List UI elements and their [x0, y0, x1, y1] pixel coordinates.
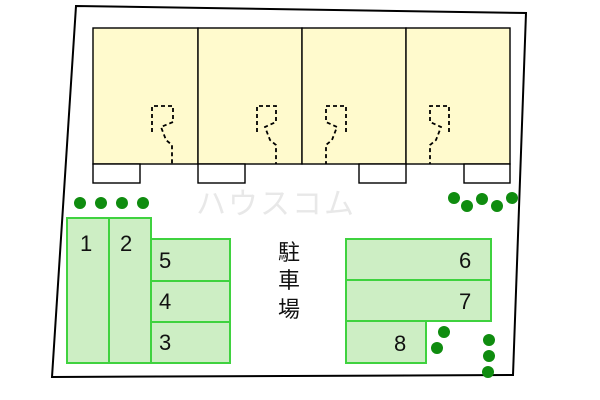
entrance-step-4	[463, 163, 511, 184]
parking-slot-3	[150, 321, 231, 364]
entrance-step-2	[197, 163, 246, 184]
unit-1	[92, 27, 199, 165]
tree-icon	[438, 326, 450, 338]
tree-icon	[95, 197, 107, 209]
stair-outline-2	[256, 105, 277, 164]
unit-2	[197, 27, 303, 165]
parking-label-char: 場	[278, 298, 300, 323]
slot-6-label: 6	[459, 248, 471, 273]
parking-slot-2	[108, 217, 152, 364]
unit-4	[405, 27, 511, 165]
tree-icon	[482, 366, 494, 378]
stair-outline-4	[429, 105, 450, 164]
slot-4-label: 4	[159, 289, 171, 314]
parking-slot-8	[345, 320, 427, 364]
slot-5-label: 5	[159, 248, 171, 273]
parking-label-char: 駐	[278, 241, 300, 266]
stair-outline-3	[325, 105, 347, 164]
tree-icon	[116, 197, 128, 209]
entrance-step-3	[358, 163, 407, 184]
tree-icon	[431, 342, 443, 354]
parking-label-char: 車	[278, 269, 300, 294]
tree-icon	[491, 200, 503, 212]
slot-3-label: 3	[159, 330, 171, 355]
entrance-step-1	[92, 163, 141, 184]
slot-1-label: 1	[80, 231, 92, 256]
parking-slot-1	[66, 217, 110, 364]
tree-icon	[74, 197, 86, 209]
parking-area-right: 6 7 8	[345, 238, 492, 364]
tree-icon	[483, 350, 495, 362]
watermark-text: ハウスコム	[196, 187, 356, 222]
slot-7-label: 7	[459, 289, 471, 314]
parking-label: 駐 車 場	[278, 241, 300, 323]
parking-slot-6	[345, 238, 492, 281]
tree-icon	[448, 192, 460, 204]
trees	[74, 192, 518, 378]
slot-2-label: 2	[120, 231, 132, 256]
tree-icon	[476, 193, 488, 205]
unit-3	[301, 27, 407, 165]
tree-icon	[483, 334, 495, 346]
slot-8-label: 8	[394, 331, 406, 356]
apartment-building	[92, 27, 511, 184]
parking-slot-4	[150, 280, 231, 323]
tree-icon	[137, 197, 149, 209]
parking-area-left: 1 2 5 4 3	[66, 217, 231, 364]
parking-slot-5	[150, 238, 231, 282]
tree-icon	[461, 200, 473, 212]
stair-outline-1	[151, 105, 174, 164]
tree-icon	[506, 192, 518, 204]
